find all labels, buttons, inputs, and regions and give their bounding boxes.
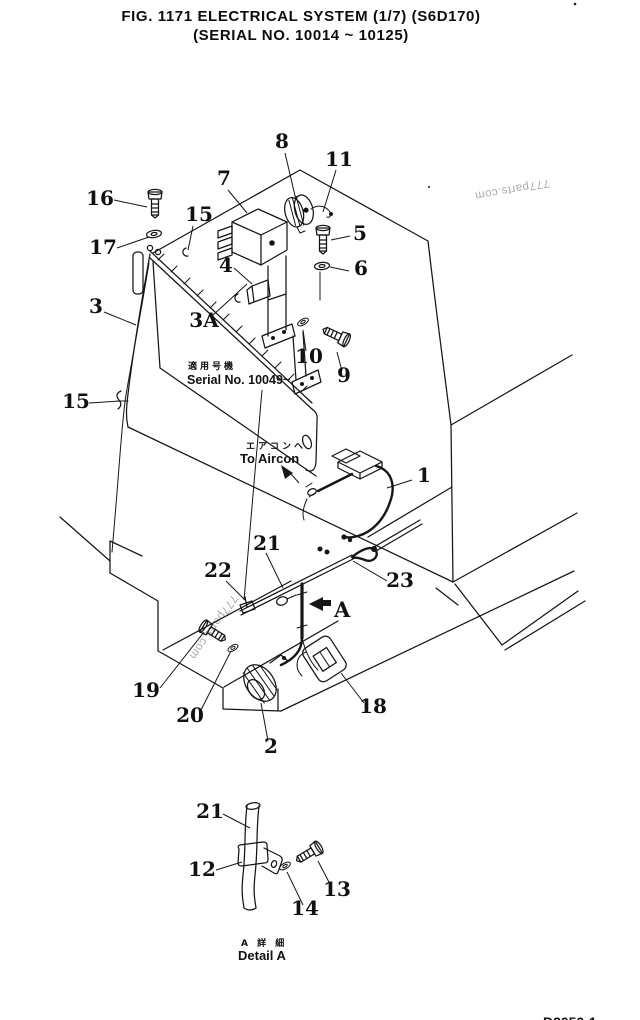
horn-lower	[242, 654, 289, 704]
aircon-arrow	[281, 465, 300, 484]
view-a-marker: A	[309, 597, 351, 622]
callout-10: 10	[295, 344, 323, 368]
callout-6: 6	[354, 256, 368, 280]
serial-note-jp: 適用号機	[188, 360, 236, 372]
leader-line-18	[340, 672, 365, 704]
detail-caption-jp: A 詳 細	[241, 937, 287, 949]
fender-outline	[435, 512, 586, 651]
leader-line-15	[88, 400, 121, 404]
callout-22: 22	[204, 558, 232, 582]
hood-outline	[125, 169, 573, 583]
reservoir-18	[296, 635, 347, 683]
watermark-top-right: 777parts.com	[474, 177, 551, 202]
leader-line-7	[227, 189, 248, 214]
callout-21: 21	[196, 799, 224, 823]
callout-17: 17	[89, 235, 117, 259]
figure-serial-range: (SERIAL NO. 10014 ~ 10125)	[193, 27, 409, 44]
leader-line-13	[317, 860, 332, 887]
callout-2: 2	[264, 734, 278, 758]
view-a-letter: A	[333, 597, 351, 622]
callout-1: 1	[417, 463, 431, 487]
callout-9: 9	[337, 363, 351, 387]
lower-wiring	[239, 519, 423, 671]
callout-16: 16	[86, 186, 114, 210]
leader-line-16	[113, 199, 148, 208]
leader-line-14	[286, 871, 304, 906]
callout-13: 13	[323, 877, 351, 901]
callout-15: 15	[185, 202, 213, 226]
page-speck	[573, 2, 577, 6]
callout-19: 19	[132, 678, 160, 702]
leader-line-3A	[212, 283, 248, 316]
callout-8: 8	[275, 129, 289, 153]
leader-line-5	[330, 235, 351, 241]
leader-line-15	[187, 225, 194, 251]
bar-assembly	[132, 244, 318, 477]
callout-11: 11	[325, 147, 353, 171]
callout-7: 7	[217, 166, 231, 190]
callout-15: 15	[62, 389, 90, 413]
harness-assembly	[302, 448, 394, 543]
leader-line-23	[352, 560, 388, 582]
leader-line-1	[386, 479, 413, 489]
leader-line-19	[159, 631, 205, 689]
bolt-5	[315, 224, 331, 255]
washer-20	[226, 642, 240, 654]
washer-10	[295, 316, 311, 328]
callout-21: 21	[253, 531, 281, 555]
page-speck	[428, 186, 430, 188]
fasteners-upper	[145, 188, 353, 349]
leader-line-3	[103, 311, 137, 326]
watermark-left: 777parts.com	[186, 593, 239, 662]
leader-line-20	[199, 650, 232, 713]
leader-line-2	[260, 702, 269, 742]
leader-line-12	[215, 861, 243, 871]
callout-20: 20	[176, 703, 204, 727]
leader-line-17	[116, 236, 150, 249]
rod-and-hook	[111, 262, 150, 553]
leader-line-9	[336, 351, 343, 372]
leader-line-10	[302, 329, 307, 352]
leader-line-22	[225, 580, 247, 602]
callout-3: 3	[89, 294, 103, 318]
callout-23: 23	[386, 568, 414, 592]
horn-upper	[284, 194, 333, 234]
leader-line-8	[284, 152, 297, 201]
callout-12: 12	[188, 857, 216, 881]
leader-line-4	[233, 267, 253, 285]
washer-6	[313, 261, 331, 271]
callout-18: 18	[359, 694, 387, 718]
bolt-16	[147, 188, 163, 219]
aircon-label-en: To Aircon	[240, 451, 299, 466]
aircon-label-jp: エアコンヘ	[246, 441, 306, 452]
platform-outline	[59, 516, 575, 712]
detail-a-drawing	[237, 802, 326, 911]
figure-title: FIG. 1171 ELECTRICAL SYSTEM (1/7) (S6D17…	[121, 8, 480, 25]
doc-code: D2050-1	[543, 1014, 597, 1020]
callout-14: 14	[291, 896, 319, 920]
callout-4: 4	[219, 253, 233, 277]
callout-3A: 3A	[189, 308, 219, 332]
leader-line-21	[265, 552, 284, 589]
bolt-9	[319, 322, 353, 349]
detail-caption-en: Detail A	[238, 948, 287, 963]
leader-line-6	[329, 266, 350, 272]
serial-leader-line	[243, 389, 263, 601]
relay-assembly	[217, 208, 322, 395]
callout-5: 5	[353, 221, 367, 245]
serial-note-en: Serial No. 10049~	[187, 373, 290, 387]
leader-line-11	[322, 169, 337, 213]
leader-line-21	[222, 813, 251, 829]
